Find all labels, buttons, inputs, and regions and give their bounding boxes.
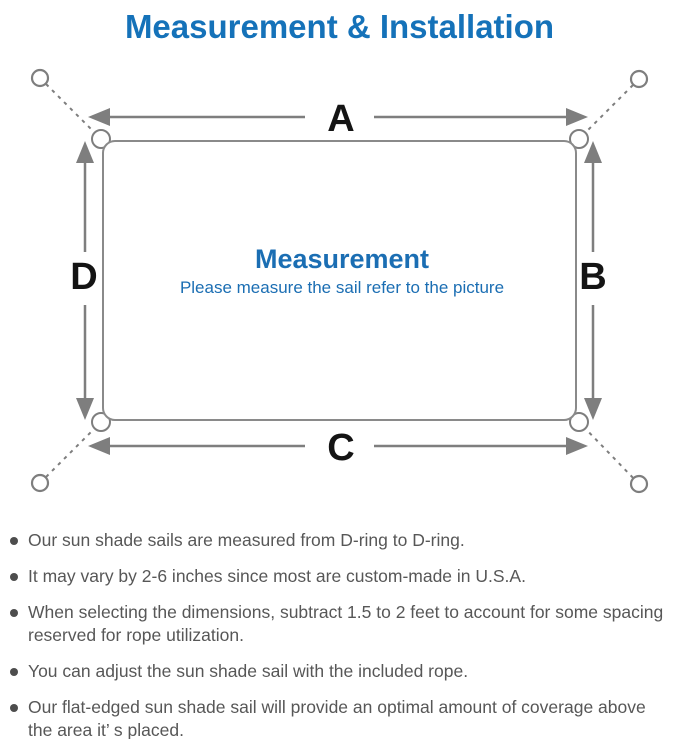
- dimension-arrow-b: [584, 141, 602, 420]
- dimension-label-d: D: [70, 256, 97, 298]
- rope-bottom-right-line: [578, 421, 640, 485]
- rope-top-right-line: [578, 78, 640, 140]
- note-item: Our flat-edged sun shade sail will provi…: [8, 696, 669, 739]
- note-item: When selecting the dimensions, subtract …: [8, 601, 669, 647]
- sail-outline: [102, 140, 577, 421]
- arrowhead-down-icon: [584, 398, 602, 420]
- bullet-icon: [10, 609, 18, 617]
- arrowhead-up-icon: [76, 141, 94, 163]
- note-text: Our sun shade sails are measured from D-…: [28, 530, 465, 550]
- notes-list: Our sun shade sails are measured from D-…: [0, 525, 679, 739]
- note-text: You can adjust the sun shade sail with t…: [28, 661, 469, 681]
- note-text: Our flat-edged sun shade sail will provi…: [28, 697, 646, 739]
- note-item: Our sun shade sails are measured from D-…: [8, 529, 669, 552]
- anchor-circle-bottom-left-icon: [30, 473, 50, 493]
- dimension-label-a: A: [327, 98, 354, 140]
- dimension-arrow-a: [88, 108, 588, 126]
- d-ring-bottom-right-icon: [569, 412, 589, 432]
- arrowhead-left-icon: [88, 437, 110, 455]
- rope-bottom-left-line: [39, 421, 102, 484]
- anchor-points: [30, 68, 649, 494]
- dimension-label-b: B: [579, 256, 606, 298]
- bullet-icon: [10, 573, 18, 581]
- dimension-arrow-c: [88, 437, 588, 455]
- rope-top-left-line: [39, 77, 102, 140]
- anchor-circle-top-left-icon: [30, 68, 50, 88]
- d-ring-bottom-left-icon: [91, 412, 111, 432]
- note-text: It may vary by 2-6 inches since most are…: [28, 566, 526, 586]
- sail-diagram-svg: A B C D Measurement Please measure the s…: [30, 68, 649, 494]
- anchor-circle-bottom-right-icon: [629, 474, 649, 494]
- arrowhead-right-icon: [566, 437, 588, 455]
- diagram-center-subtitle: Please measure the sail refer to the pic…: [180, 278, 504, 297]
- arrowhead-right-icon: [566, 108, 588, 126]
- arrowhead-left-icon: [88, 108, 110, 126]
- note-item: It may vary by 2-6 inches since most are…: [8, 565, 669, 588]
- anchor-circle-top-right-icon: [629, 69, 649, 89]
- bullet-icon: [10, 668, 18, 676]
- d-ring-top-right-icon: [569, 129, 589, 149]
- bullet-icon: [10, 537, 18, 545]
- dimension-label-c: C: [327, 427, 354, 469]
- bullet-icon: [10, 704, 18, 712]
- arrowhead-down-icon: [76, 398, 94, 420]
- d-rings: [91, 129, 589, 432]
- d-ring-top-left-icon: [91, 129, 111, 149]
- note-text: When selecting the dimensions, subtract …: [28, 602, 664, 645]
- dimension-arrow-d: [76, 141, 94, 420]
- diagram-center-title: Measurement: [255, 244, 429, 274]
- arrowhead-up-icon: [584, 141, 602, 163]
- measurement-diagram: A B C D Measurement Please measure the s…: [0, 55, 679, 525]
- anchor-rope-lines: [39, 77, 640, 485]
- page-title: Measurement & Installation: [124, 8, 555, 45]
- note-item: You can adjust the sun shade sail with t…: [8, 660, 669, 683]
